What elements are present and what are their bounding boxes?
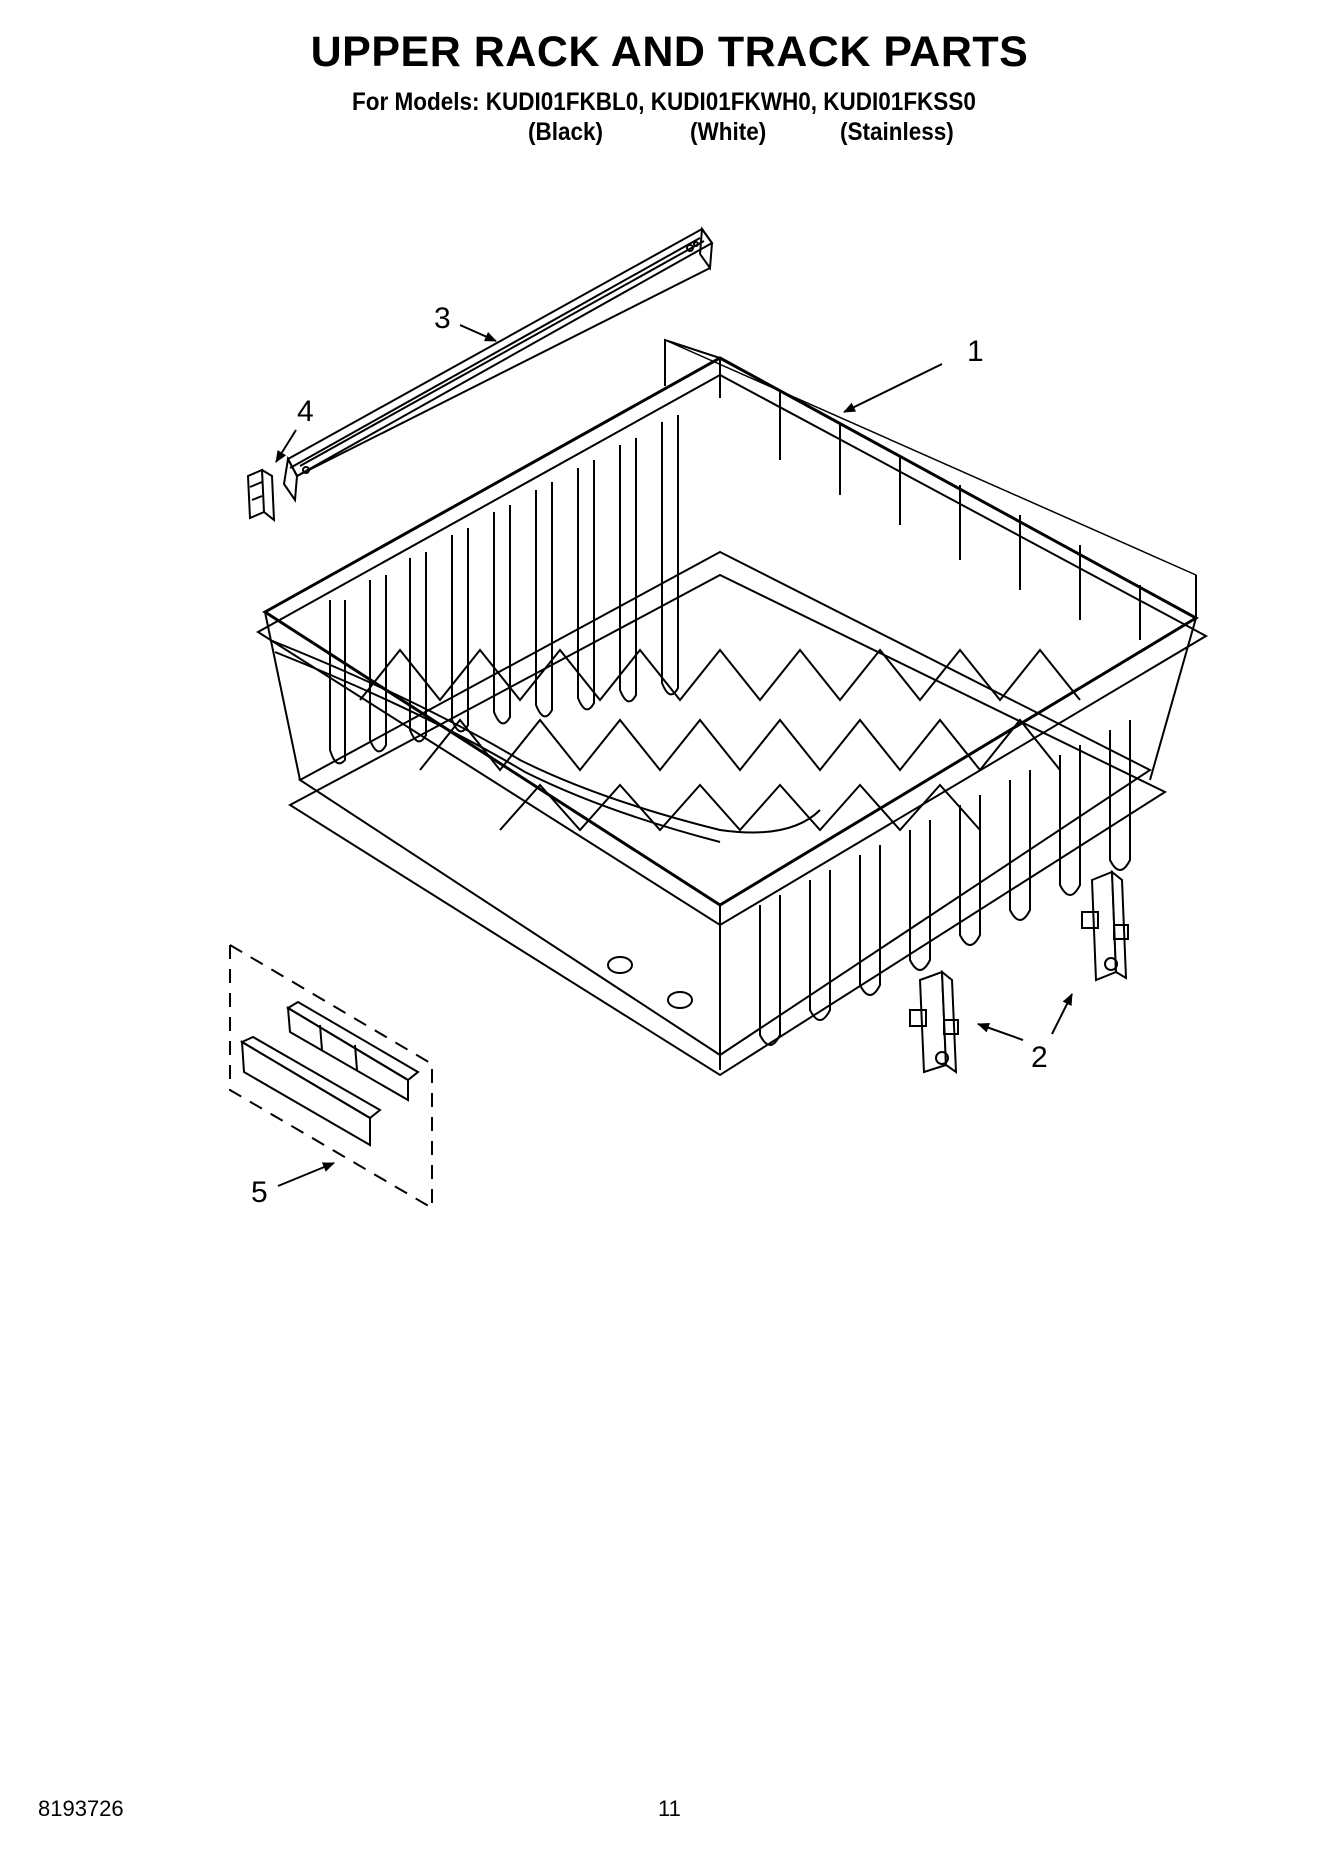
variant-black: (Black)	[528, 118, 604, 146]
callout-2: 2	[1031, 1041, 1048, 1074]
track-rail-part	[284, 229, 712, 500]
callout-4: 4	[297, 395, 314, 428]
track-end-cap-part	[248, 470, 274, 520]
callout-5: 5	[251, 1176, 268, 1209]
page-title: UPPER RACK AND TRACK PARTS	[310, 28, 1029, 76]
variant-stainless: (Stainless)	[840, 118, 954, 146]
callout-1: 1	[967, 335, 984, 368]
page-number: 11	[658, 1796, 681, 1821]
callout-3: 3	[434, 302, 451, 335]
document-number: 8193726	[38, 1796, 124, 1821]
rack-adjuster-part-right	[1082, 872, 1128, 980]
rack-handle-part	[230, 945, 432, 1208]
leader-lines	[276, 325, 1072, 1186]
variant-white: (White)	[690, 118, 767, 146]
models-line: For Models: KUDI01FKBL0, KUDI01FKWH0, KU…	[352, 88, 976, 116]
upper-rack-part	[258, 340, 1206, 1075]
rack-adjuster-part-left	[910, 972, 958, 1072]
